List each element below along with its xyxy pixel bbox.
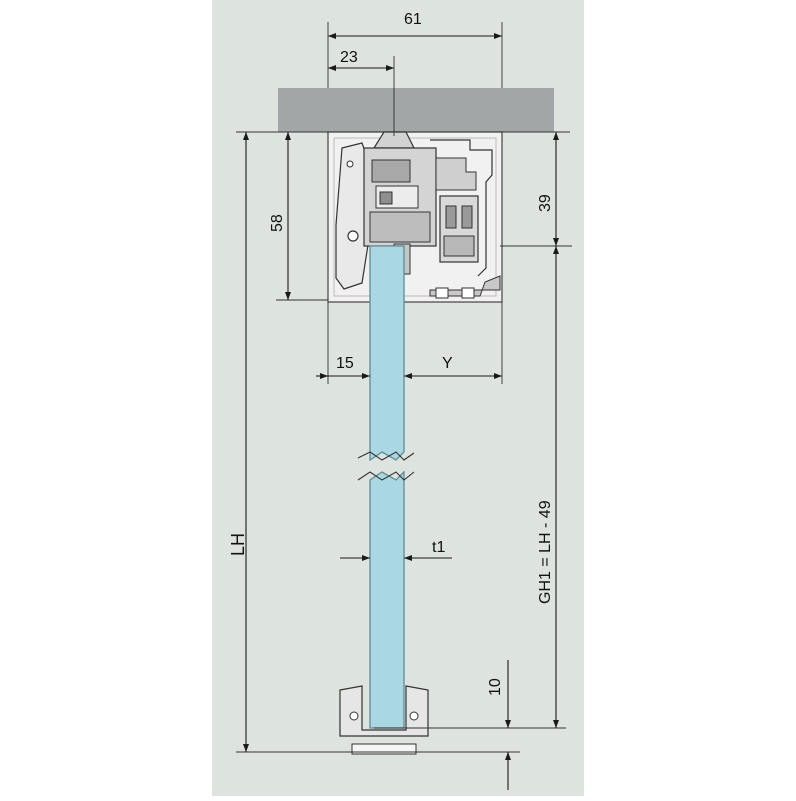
floor-channel: [351, 743, 417, 755]
dim-label-23: 23: [340, 49, 358, 66]
glass-upper: [369, 245, 405, 462]
dim-label-39: 39: [537, 194, 554, 212]
dim-label-61: 61: [404, 11, 422, 28]
dim-label-10: 10: [487, 678, 504, 696]
ceiling-slab: [278, 88, 554, 132]
break-line-top: [357, 451, 415, 461]
dim-label-58: 58: [269, 214, 286, 232]
glass-lower: [369, 470, 405, 729]
dim-label-lh: LH: [228, 533, 248, 556]
dimension-lines: [243, 33, 559, 790]
clamp-screw-top: [346, 160, 354, 168]
dim-label-y: Y: [442, 355, 453, 372]
extension-lines: [236, 22, 572, 753]
dim-label-t1: t1: [432, 539, 445, 556]
bottom-guide: [339, 685, 429, 755]
roller-carriage: [335, 131, 479, 290]
dim-label-15: 15: [336, 355, 354, 372]
break-line-bottom: [357, 471, 415, 481]
dim-label-gh1: GH1 = LH - 49: [537, 500, 554, 604]
glass-panel: [357, 245, 415, 729]
clamp-screw: [347, 230, 359, 242]
